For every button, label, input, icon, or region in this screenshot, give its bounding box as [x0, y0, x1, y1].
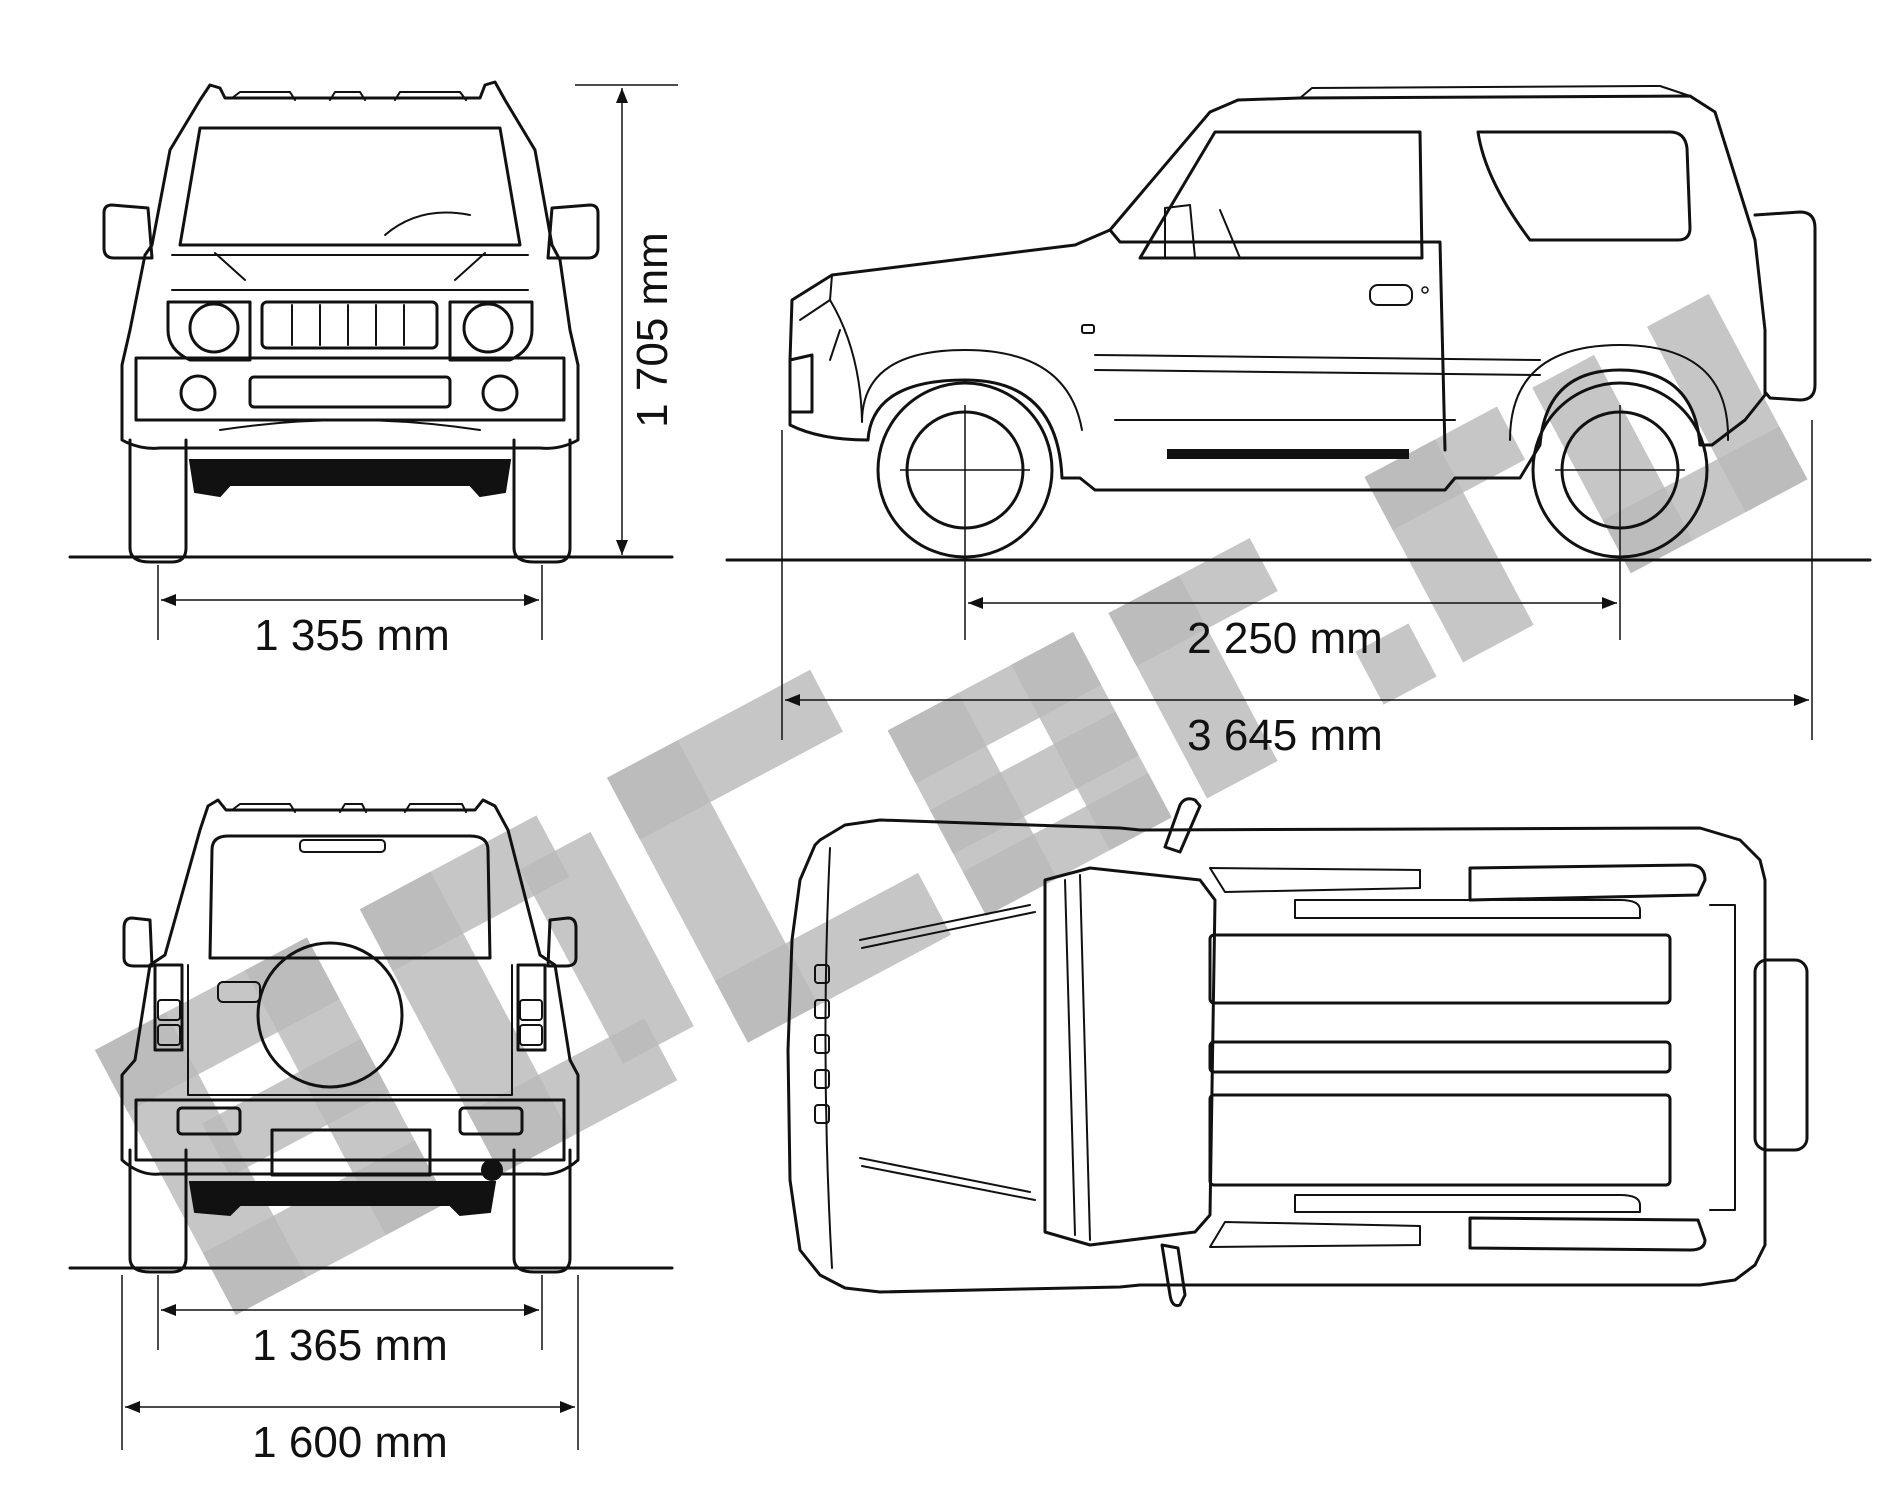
- top-view: [786, 797, 1809, 1307]
- height-label: 1 705 mm: [628, 232, 677, 428]
- wheelbase-label: 2 250 mm: [1187, 614, 1383, 663]
- front-track-label: 1 355 mm: [254, 611, 450, 660]
- length-dimension: 3 645 mm: [781, 420, 1813, 760]
- rear-track-dimension: 1 365 mm: [157, 1275, 543, 1370]
- wheelbase-dimension: 2 250 mm: [968, 597, 1617, 663]
- side-view: [725, 85, 1872, 640]
- rear-view: [68, 798, 674, 1274]
- height-dimension: 1 705 mm: [575, 84, 678, 555]
- rear-track-label: 1 365 mm: [252, 1321, 448, 1370]
- front-view: [68, 80, 674, 564]
- width-dimension: 1 600 mm: [121, 1275, 579, 1467]
- width-label: 1 600 mm: [252, 1418, 448, 1467]
- front-track-dimension: 1 355 mm: [157, 565, 543, 660]
- watermark-logo: [94, 293, 1808, 1315]
- length-label: 3 645 mm: [1187, 711, 1383, 760]
